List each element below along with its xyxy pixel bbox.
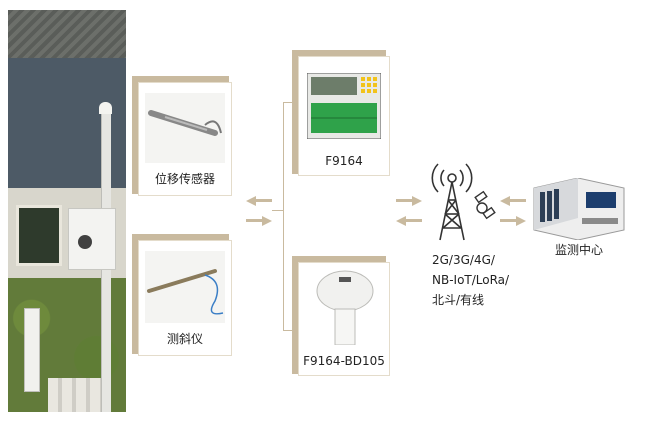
net-arrow-right-icon [412, 196, 422, 206]
monitoring-center-label: 监测中心 [554, 243, 603, 257]
inclinometer-icon [147, 269, 224, 315]
displacement-sensor-icon [148, 110, 222, 136]
center-arrow-left-icon [500, 196, 510, 206]
f9164bd-image [315, 269, 375, 346]
f9164bd-label: F9164-BD105 [303, 354, 385, 368]
network-text-line-2: NB-IoT/LoRa/ [432, 273, 510, 287]
stones [48, 378, 108, 412]
datalogger-icon [306, 72, 382, 140]
arrow-left-shaft [256, 199, 272, 202]
displacement-sensor-image [145, 93, 225, 163]
tower-satellite-icon [431, 163, 496, 241]
f9164bd-card: F9164-BD105 [298, 262, 390, 376]
center-arrow-shaft-2 [500, 219, 516, 222]
roof [8, 10, 126, 58]
monitoring-pipe [24, 308, 40, 392]
monitoring-center-image [532, 177, 626, 241]
arrow-right-icon [262, 216, 272, 226]
net-arrow-shaft-1 [396, 199, 412, 202]
net-arrow-left-icon [396, 216, 406, 226]
f9164-label: F9164 [325, 154, 363, 168]
connector-middle [272, 210, 283, 211]
inclinometer-label: 测斜仪 [166, 332, 203, 346]
gnss-receiver-icon [316, 270, 374, 346]
connector-vertical [283, 102, 284, 330]
net-arrow-shaft-2 [406, 219, 422, 222]
site-photo [8, 10, 126, 412]
f9164-image [306, 72, 382, 140]
network-text-line-1: 2G/3G/4G/ [432, 253, 495, 267]
connector-top [283, 102, 297, 103]
control-box [68, 208, 116, 270]
network-text-line-3: 北斗/有线 [432, 293, 485, 307]
center-arrow-right-icon [516, 216, 526, 226]
center-arrow-shaft-1 [510, 199, 526, 202]
f9164-card: F9164 [298, 56, 390, 176]
displacement-sensor-label: 位移传感器 [154, 172, 215, 186]
gnss-antenna-cap [99, 102, 112, 114]
inclinometer-image [145, 251, 225, 323]
arrow-left-icon [246, 196, 256, 206]
house-window [16, 205, 62, 266]
connector-bottom [283, 330, 297, 331]
control-room-icon [533, 177, 625, 241]
displacement-card: 位移传感器 [138, 82, 232, 196]
network-image [426, 156, 496, 242]
control-box-dial [78, 235, 92, 249]
arrow-right-shaft [246, 219, 262, 222]
inclinometer-card: 测斜仪 [138, 240, 232, 356]
